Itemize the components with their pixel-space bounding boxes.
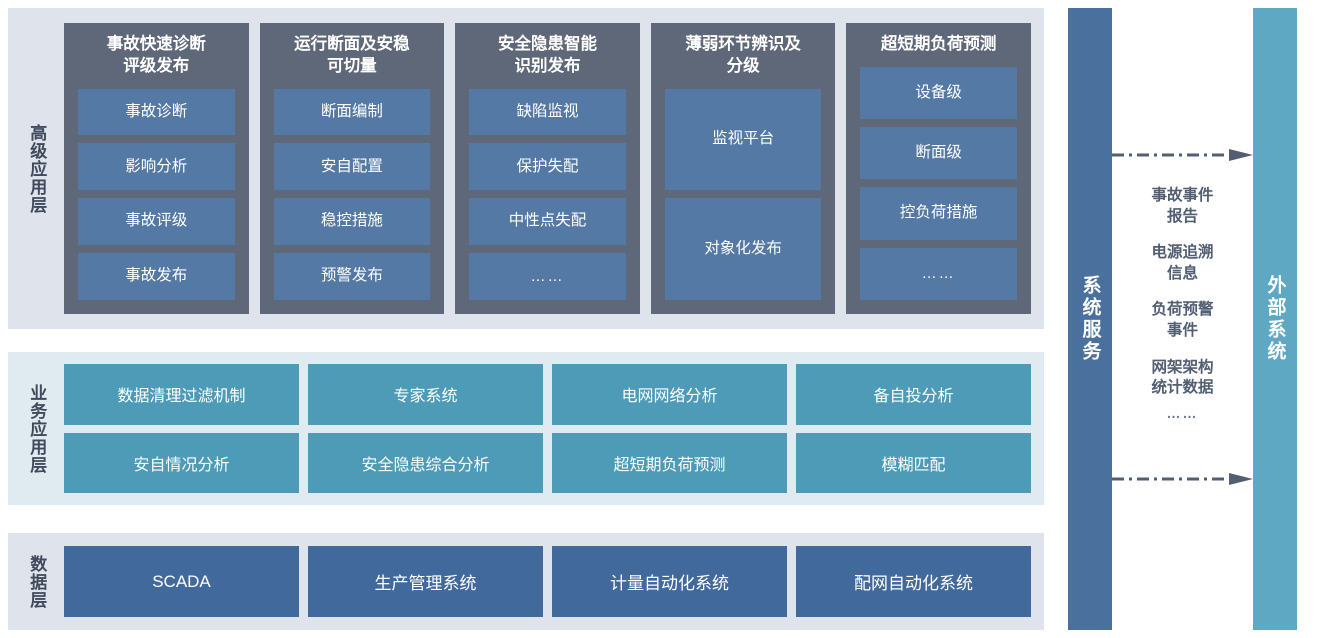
column-items: 监视平台 对象化发布 — [664, 88, 822, 300]
adv-item[interactable]: 保护失配 — [469, 143, 626, 191]
column-items: 缺陷监视 保护失配 中性点失配 …… — [469, 88, 626, 301]
adv-item[interactable]: 对象化发布 — [664, 198, 822, 300]
column-title: 运行断面及安稳 可切量 — [294, 35, 410, 75]
advanced-application-layer: 高级应用层 事故快速诊断 评级发布 事故诊断 影响分析 事故评级 事故发布 运行… — [8, 8, 1044, 329]
adv-item[interactable]: 监视平台 — [664, 88, 822, 191]
flow-area: 事故事件 报告 电源追溯 信息 负荷预警 事件 网架架构 统计数据 …… — [1112, 8, 1253, 630]
column-title: 超短期负荷预测 — [880, 35, 997, 53]
adv-item[interactable]: 安自配置 — [273, 143, 431, 191]
advanced-column-hazard-identification[interactable]: 安全隐患智能 识别发布 缺陷监视 保护失配 中性点失配 …… — [455, 23, 640, 314]
layer-stack: 高级应用层 事故快速诊断 评级发布 事故诊断 影响分析 事故评级 事故发布 运行… — [8, 8, 1044, 630]
adv-item-ellipsis[interactable]: …… — [469, 253, 626, 301]
adv-item[interactable]: 设备级 — [860, 66, 1017, 120]
adv-item[interactable]: 控负荷措施 — [860, 187, 1017, 240]
business-application-layer: 业务应用层 数据清理过滤机制 专家系统 电网网络分析 备自投分析 安自情况分析 … — [8, 352, 1044, 505]
column-title: 安全隐患智能 识别发布 — [497, 35, 597, 75]
business-layer-rows: 数据清理过滤机制 专家系统 电网网络分析 备自投分析 安自情况分析 安全隐患综合… — [64, 352, 1044, 505]
adv-item[interactable]: 影响分析 — [78, 143, 235, 191]
business-item[interactable]: 安自情况分析 — [64, 432, 299, 493]
adv-item[interactable]: 稳控措施 — [273, 198, 431, 246]
business-item[interactable]: 专家系统 — [308, 364, 543, 425]
data-source-item[interactable]: SCADA — [64, 546, 299, 617]
data-layer: 数据层 SCADA 生产管理系统 计量自动化系统 配网自动化系统 — [8, 533, 1044, 630]
data-source-item[interactable]: 计量自动化系统 — [552, 546, 787, 617]
business-row: 数据清理过滤机制 专家系统 电网网络分析 备自投分析 — [64, 364, 1031, 425]
flow-text-item: 电源追溯 信息 — [1151, 244, 1214, 282]
column-title: 事故快速诊断 评级发布 — [106, 35, 206, 75]
system-service-bar[interactable]: 系统服务 — [1068, 8, 1112, 630]
flow-arrow-top — [1112, 148, 1253, 161]
adv-item-ellipsis[interactable]: …… — [860, 247, 1017, 301]
flow-text-item: 网架架构 统计数据 — [1151, 358, 1214, 397]
flow-text-ellipsis: …… — [1166, 404, 1199, 421]
adv-item[interactable]: 断面级 — [860, 127, 1017, 180]
adv-item[interactable]: 预警发布 — [273, 253, 431, 301]
data-source-item[interactable]: 配网自动化系统 — [796, 546, 1031, 617]
advanced-column-accident-diagnosis[interactable]: 事故快速诊断 评级发布 事故诊断 影响分析 事故评级 事故发布 — [64, 23, 249, 314]
adv-item[interactable]: 事故诊断 — [78, 88, 235, 136]
adv-item[interactable]: 事故评级 — [78, 198, 235, 246]
external-system-bar[interactable]: 外部系统 — [1253, 8, 1297, 630]
adv-item[interactable]: 事故发布 — [78, 253, 235, 301]
adv-item[interactable]: 缺陷监视 — [469, 88, 626, 136]
column-items: 事故诊断 影响分析 事故评级 事故发布 — [78, 88, 235, 301]
flow-text-list: 事故事件 报告 电源追溯 信息 负荷预警 事件 网架架构 统计数据 …… — [1112, 186, 1253, 421]
business-item[interactable]: 超短期负荷预测 — [552, 432, 787, 493]
column-title: 薄弱环节辨识及 分级 — [685, 35, 801, 75]
business-layer-label: 业务应用层 — [27, 383, 47, 474]
business-item[interactable]: 备自投分析 — [796, 364, 1031, 425]
data-source-item[interactable]: 生产管理系统 — [308, 546, 543, 617]
advanced-layer-columns: 事故快速诊断 评级发布 事故诊断 影响分析 事故评级 事故发布 运行断面及安稳 … — [64, 8, 1044, 329]
flow-arrow-bottom — [1112, 472, 1253, 485]
business-item[interactable]: 电网网络分析 — [552, 364, 787, 425]
business-item[interactable]: 数据清理过滤机制 — [64, 364, 299, 425]
business-row: 安自情况分析 安全隐患综合分析 超短期负荷预测 模糊匹配 — [64, 432, 1031, 493]
advanced-column-load-forecast[interactable]: 超短期负荷预测 设备级 断面级 控负荷措施 …… — [846, 23, 1031, 314]
advanced-column-weak-link-grading[interactable]: 薄弱环节辨识及 分级 监视平台 对象化发布 — [650, 23, 836, 314]
flow-text-item: 负荷预警 事件 — [1151, 301, 1214, 340]
advanced-layer-label: 高级应用层 — [27, 123, 47, 214]
column-items: 断面编制 安自配置 稳控措施 预警发布 — [273, 88, 431, 301]
business-item[interactable]: 模糊匹配 — [796, 432, 1031, 493]
column-items: 设备级 断面级 控负荷措施 …… — [860, 66, 1017, 301]
adv-item[interactable]: 断面编制 — [273, 88, 431, 136]
flow-text-item: 事故事件 报告 — [1151, 187, 1214, 225]
data-layer-items: SCADA 生产管理系统 计量自动化系统 配网自动化系统 — [64, 533, 1044, 630]
business-item[interactable]: 安全隐患综合分析 — [308, 432, 543, 493]
data-layer-label: 数据层 — [27, 554, 47, 609]
advanced-column-section-stability[interactable]: 运行断面及安稳 可切量 断面编制 安自配置 稳控措施 预警发布 — [259, 23, 445, 314]
adv-item[interactable]: 中性点失配 — [469, 198, 626, 246]
